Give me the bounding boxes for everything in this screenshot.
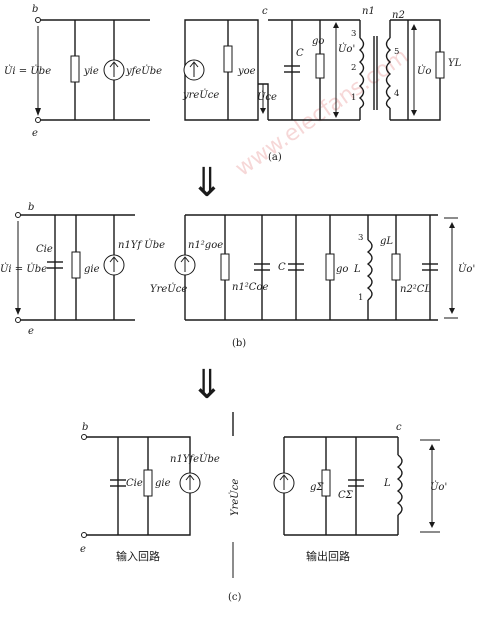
panel-a-terminal-e [35,117,41,123]
panel-c-terminal-b [81,434,87,440]
panel-c-gsigma-label: gΣ [310,482,324,493]
panel-c-node-c: c [396,422,402,433]
panel-c-caption: (c) [228,592,242,603]
panel-a-resistor-go [315,53,325,79]
panel-a-tap-2: 2 [351,63,356,73]
panel-a-tap-5: 5 [394,47,399,57]
panel-c-gie-label: gie [155,478,171,489]
panel-a-yie-label: yie [83,66,99,77]
panel-a-uo-label: U̇o [417,65,431,77]
panel-a-fwd-source-label: yfeU̇be [125,65,162,77]
panel-b-l-label: L [353,264,361,275]
panel-b-caption: (b) [232,338,246,349]
panel-c-l-label: L [383,478,391,489]
panel-c-cie-label: Cie [126,478,143,489]
panel-c-rev-source-arrow [279,474,289,490]
panel-b-rev-source-arrow [180,256,190,272]
panel-b-resistor-gie [71,251,81,279]
panel-c-csigma-label: CΣ [338,490,354,501]
panel-c-output-wires [283,436,399,536]
panel-b-node-e: e [28,326,34,337]
panel-b-rev-source-label: YreU̇ce [150,283,187,295]
panel-a-input-wires [38,19,150,121]
panel-b-resistor-go [325,253,335,281]
panel-a-rev-source-label: yreU̇ce [182,89,219,101]
panel-a-primary-coil [358,37,365,109]
down-arrow-icon-2: ⇓ [190,362,224,408]
panel-a-rev-source-arrow [189,61,199,77]
panel-a-vo-prime-label: U̇o' [338,43,355,55]
panel-c-vo-bracket [420,439,440,533]
panel-b-inductor [366,239,373,301]
panel-a-secondary-coil [385,37,392,109]
panel-c-fwd-source-label: n1YfeU̇be [170,453,220,465]
panel-a-node-e: e [32,128,38,139]
panel-c-inductor [396,454,403,516]
panel-b-gie-label: gie [84,264,100,275]
panel-a-terminal-b [35,17,41,23]
panel-b-node-b: b [28,202,34,213]
panel-c-node-b: b [82,422,88,433]
panel-a-caption: (a) [268,152,282,163]
panel-a-yl-label: YL [448,58,462,69]
panel-b-source-arrow [109,256,119,272]
panel-a-source-arrow [109,61,119,77]
panel-a-go-label: go [312,36,324,47]
panel-a-arrowhead-vce [260,108,266,114]
panel-a-resistor-yie [70,55,80,83]
panel-b-terminal-b [15,212,21,218]
panel-c-terminal-e [81,532,87,538]
panel-c-rev-source-label: YreU̇ce [229,479,241,516]
panel-b-resistor-goe [220,253,230,281]
panel-b-gl-label: gL [380,236,393,247]
panel-a-node-b: b [32,4,38,15]
panel-c-node-e: e [80,544,86,555]
panel-a-resistor-yl [435,51,445,79]
panel-b-fwd-source-label: n1Yf U̇be [118,239,165,251]
panel-b: b e U̇i = U̇be Cie gie n1Yf U̇be n1²goe … [0,202,475,349]
panel-a-node-c: c [262,6,268,17]
panel-b-arrowhead [15,308,21,315]
panel-a: b e U̇i = U̇be yie yfeU̇be yreU̇ce yoe c… [4,4,462,163]
panel-b-terminal-e [15,317,21,323]
panel-a-tap-3: 3 [351,29,356,39]
panel-c: b e Cie gie n1YfeU̇be YreU̇ce c gΣ CΣ L … [80,412,447,603]
panel-b-resistor-gl [391,253,401,281]
panel-a-n1-label: n1 [362,6,375,17]
panel-c-input-loop-label: 输入回路 [116,549,160,563]
panel-b-vo-bracket [444,217,458,319]
panel-a-tap-1: 1 [351,93,356,103]
panel-c-resistor-gsigma [321,469,331,497]
panel-b-c-label: C [278,262,286,273]
panel-b-vo-prime-label: U̇o' [458,263,475,275]
panel-b-tap-1: 1 [358,293,363,303]
panel-b-tap-3: 3 [358,233,363,243]
panel-c-source-arrow [185,474,195,490]
panel-a-input-voltage-label: U̇i = U̇be [4,65,51,77]
panel-a-uce-label: U̇ce [257,91,277,103]
panel-c-resistor-gie [143,469,153,497]
panel-b-go-label: go [336,264,348,275]
panel-a-yoe-label: yoe [237,66,256,77]
panel-a-c-label: C [296,48,304,59]
panel-b-input-voltage-label: U̇i = U̇be [0,263,47,275]
panel-b-goe-label: n1²goe [188,240,223,251]
panel-c-vo-prime-label: U̇o' [430,481,447,493]
panel-a-n2-label: n2 [392,10,405,21]
panel-a-arrowhead [35,108,41,116]
panel-a-resistor-yoe [223,45,233,73]
panel-c-output-loop-label: 输出回路 [306,549,350,563]
down-arrow-icon-1: ⇓ [190,160,224,206]
panel-a-tap-4: 4 [394,89,399,99]
panel-b-coe-label: n1²Coe [232,282,268,293]
panel-b-cie-label: Cie [36,244,53,255]
panel-b-cl-label: n2²CL [400,284,431,295]
